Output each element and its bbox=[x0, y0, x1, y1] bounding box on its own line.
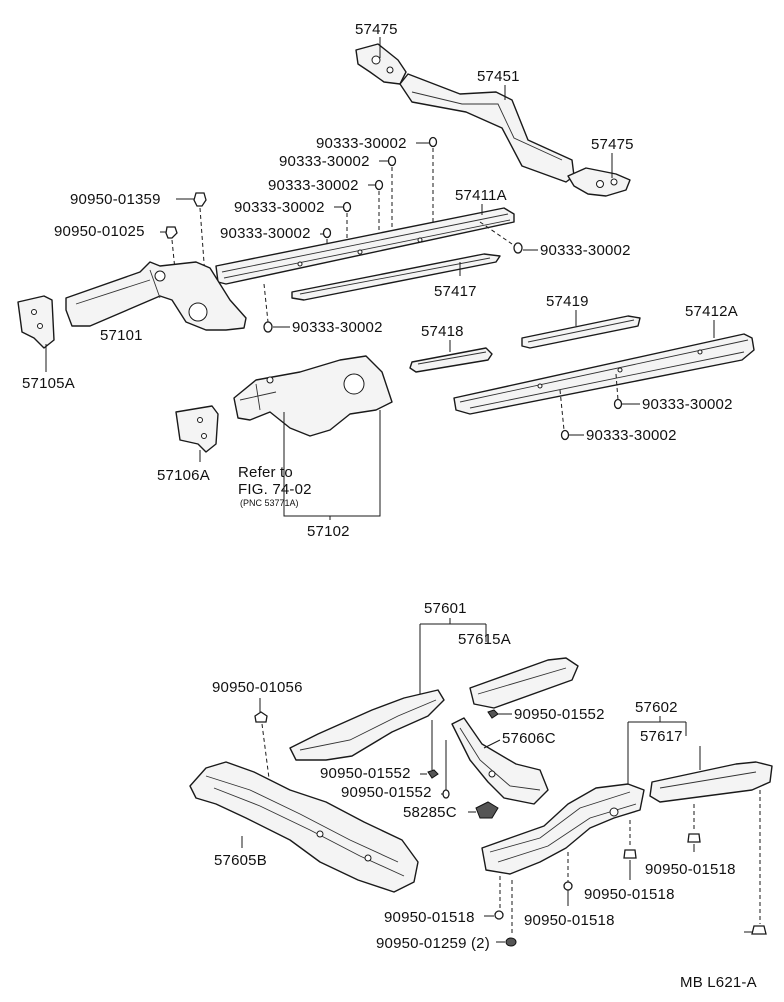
part-57106A-bracket bbox=[175, 405, 219, 453]
part-57605B-floor-panel bbox=[189, 761, 419, 893]
label-plug-30002-e: 90333-30002 bbox=[220, 225, 311, 242]
plug-01552-c-icon bbox=[442, 789, 450, 799]
label-57102: 57102 bbox=[307, 523, 350, 540]
label-plug-30002-i: 90333-30002 bbox=[586, 427, 677, 444]
label-plug-30002-f: 90333-30002 bbox=[540, 242, 631, 259]
label-58285C: 58285C bbox=[403, 804, 457, 821]
label-plug-30002-d: 90333-30002 bbox=[234, 199, 325, 216]
label-plug-01518-b: 90950-01518 bbox=[584, 886, 675, 903]
plug-01552-b-icon bbox=[427, 769, 439, 779]
plug-30002-e-icon bbox=[322, 227, 332, 239]
label-plug-01518-a: 90950-01518 bbox=[645, 861, 736, 878]
plug-01359-icon bbox=[193, 192, 207, 207]
label-57617: 57617 bbox=[640, 728, 683, 745]
plug-01518-e-icon bbox=[751, 925, 767, 935]
part-57102-front-side-member bbox=[233, 355, 393, 437]
label-plug-01259: 90950-01259 (2) bbox=[376, 935, 490, 952]
label-57419: 57419 bbox=[546, 293, 589, 310]
plug-30002-i-icon bbox=[560, 429, 570, 441]
plug-01259-icon bbox=[505, 937, 517, 947]
label-57606C: 57606C bbox=[502, 730, 556, 747]
label-plug-30002-a: 90333-30002 bbox=[316, 135, 407, 152]
part-57601-floor-side-member bbox=[289, 689, 445, 761]
plug-01056-icon bbox=[254, 711, 268, 723]
label-plug-01359: 90950-01359 bbox=[70, 191, 161, 208]
part-57451-crossmember bbox=[399, 73, 575, 183]
label-57105A: 57105A bbox=[22, 375, 75, 392]
part-57412A-rocker-outer bbox=[453, 333, 755, 415]
label-refer-to: Refer to bbox=[238, 464, 293, 481]
label-plug-01025: 90950-01025 bbox=[54, 223, 145, 240]
label-57106A: 57106A bbox=[157, 467, 210, 484]
label-plug-01518-d: 90950-01518 bbox=[384, 909, 475, 926]
label-plug-01552-a: 90950-01552 bbox=[514, 706, 605, 723]
label-plug-30002-g: 90333-30002 bbox=[292, 319, 383, 336]
label-57475-top: 57475 bbox=[355, 21, 398, 38]
part-57475-left-bracket bbox=[355, 43, 407, 85]
label-57451: 57451 bbox=[477, 68, 520, 85]
plug-30002-d-icon bbox=[342, 201, 352, 213]
plug-30002-c-icon bbox=[374, 179, 384, 191]
label-plug-30002-c: 90333-30002 bbox=[268, 177, 359, 194]
label-57475-right: 57475 bbox=[591, 136, 634, 153]
part-57411A-rocker-inner bbox=[215, 207, 515, 285]
part-57417-reinforcement bbox=[291, 253, 501, 301]
plug-01518-b-icon bbox=[623, 849, 637, 859]
label-plug-01056: 90950-01056 bbox=[212, 679, 303, 696]
label-57601: 57601 bbox=[424, 600, 467, 617]
plug-01025-icon bbox=[165, 226, 178, 239]
label-57615A: 57615A bbox=[458, 631, 511, 648]
part-57105A-bracket bbox=[17, 295, 55, 349]
label-57411A: 57411A bbox=[455, 187, 507, 204]
plug-01552-a-icon bbox=[487, 709, 499, 719]
label-refer-pnc: (PNC 53771A) bbox=[240, 498, 299, 508]
label-57101: 57101 bbox=[100, 327, 143, 344]
part-57602-floor-side-member bbox=[481, 783, 645, 875]
plug-01518-c-icon bbox=[563, 881, 573, 891]
figure-code: MB L621-A bbox=[680, 974, 757, 991]
part-57606C-center-member bbox=[451, 717, 549, 805]
label-57605B: 57605B bbox=[214, 852, 267, 869]
plug-30002-h-icon bbox=[613, 398, 623, 410]
part-57617-reinforcement bbox=[649, 761, 773, 803]
part-57475-right-bracket bbox=[567, 167, 631, 197]
label-57602: 57602 bbox=[635, 699, 678, 716]
part-57101-front-side-member bbox=[65, 261, 247, 331]
label-plug-30002-h: 90333-30002 bbox=[642, 396, 733, 413]
part-58285C-icon bbox=[475, 801, 499, 819]
part-57418-reinforcement bbox=[409, 347, 493, 373]
label-57417: 57417 bbox=[434, 283, 477, 300]
plug-30002-f-icon bbox=[513, 242, 523, 254]
label-57418: 57418 bbox=[421, 323, 464, 340]
part-57419-reinforcement bbox=[521, 315, 641, 349]
label-refer-fig: FIG. 74-02 bbox=[238, 481, 312, 498]
label-plug-01552-c: 90950-01552 bbox=[341, 784, 432, 801]
label-57412A: 57412A bbox=[685, 303, 738, 320]
plug-01518-d-icon bbox=[494, 910, 504, 920]
label-plug-30002-b: 90333-30002 bbox=[279, 153, 370, 170]
plug-30002-b-icon bbox=[387, 155, 397, 167]
plug-30002-g-icon bbox=[263, 321, 273, 333]
part-57615A-reinforcement bbox=[469, 657, 579, 709]
plug-01518-a-icon bbox=[687, 833, 701, 843]
label-plug-01552-b: 90950-01552 bbox=[320, 765, 411, 782]
label-plug-01518-c: 90950-01518 bbox=[524, 912, 615, 929]
plug-30002-a-icon bbox=[428, 136, 438, 148]
